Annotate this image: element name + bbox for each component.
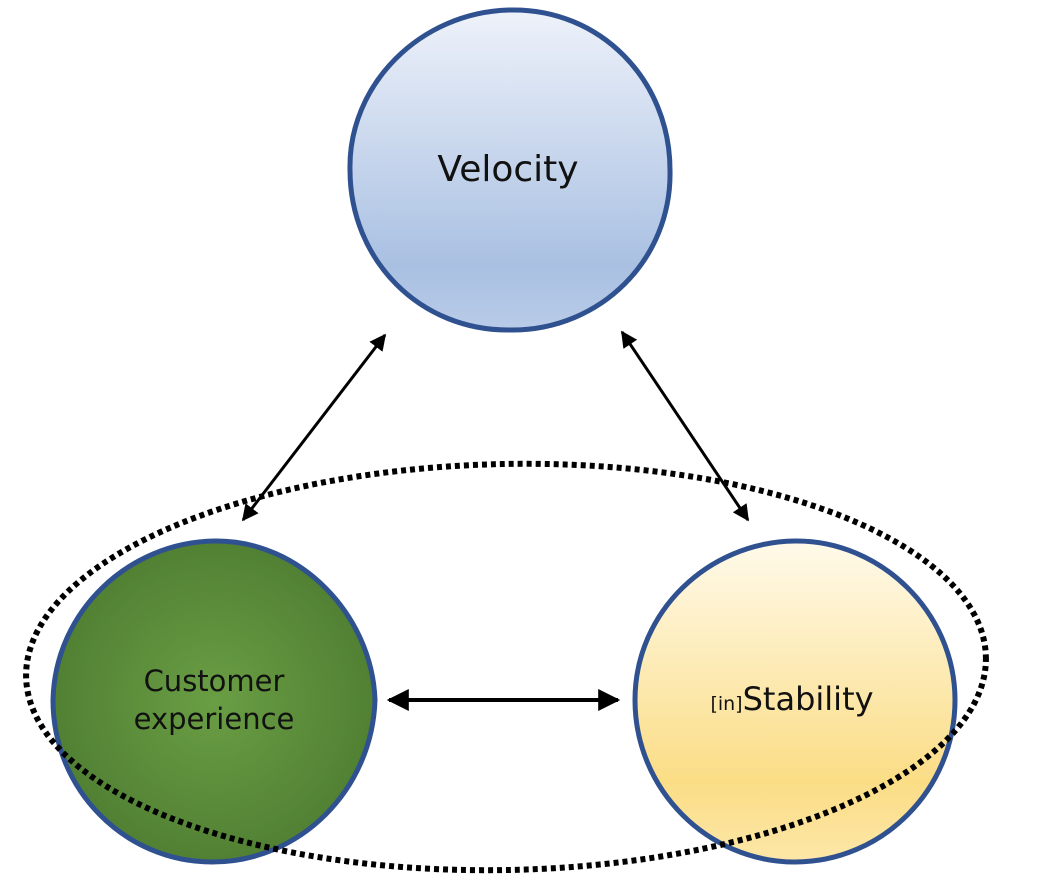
node-customer-experience-shape — [50, 538, 378, 865]
node-customer-experience[interactable]: Customer experience — [50, 538, 378, 865]
node-velocity[interactable]: Velocity — [347, 7, 673, 333]
node-stability[interactable]: [in]Stability — [632, 538, 958, 865]
node-stability-shape — [632, 538, 958, 865]
grouping-dotted-ellipse — [23, 460, 989, 874]
node-stability-label-prefix: [in] — [710, 693, 742, 715]
node-velocity-label: Velocity — [437, 149, 578, 190]
node-velocity-shape — [347, 7, 673, 333]
node-stability-label: [in]Stability — [710, 680, 873, 718]
node-stability-label-main: Stability — [743, 680, 874, 718]
arrow-velocity-customer-experience — [241, 333, 387, 522]
node-customer-experience-label-line2: experience — [134, 702, 295, 736]
node-customer-experience-label-line1: Customer — [144, 664, 285, 698]
arrow-velocity-stability — [620, 330, 750, 522]
